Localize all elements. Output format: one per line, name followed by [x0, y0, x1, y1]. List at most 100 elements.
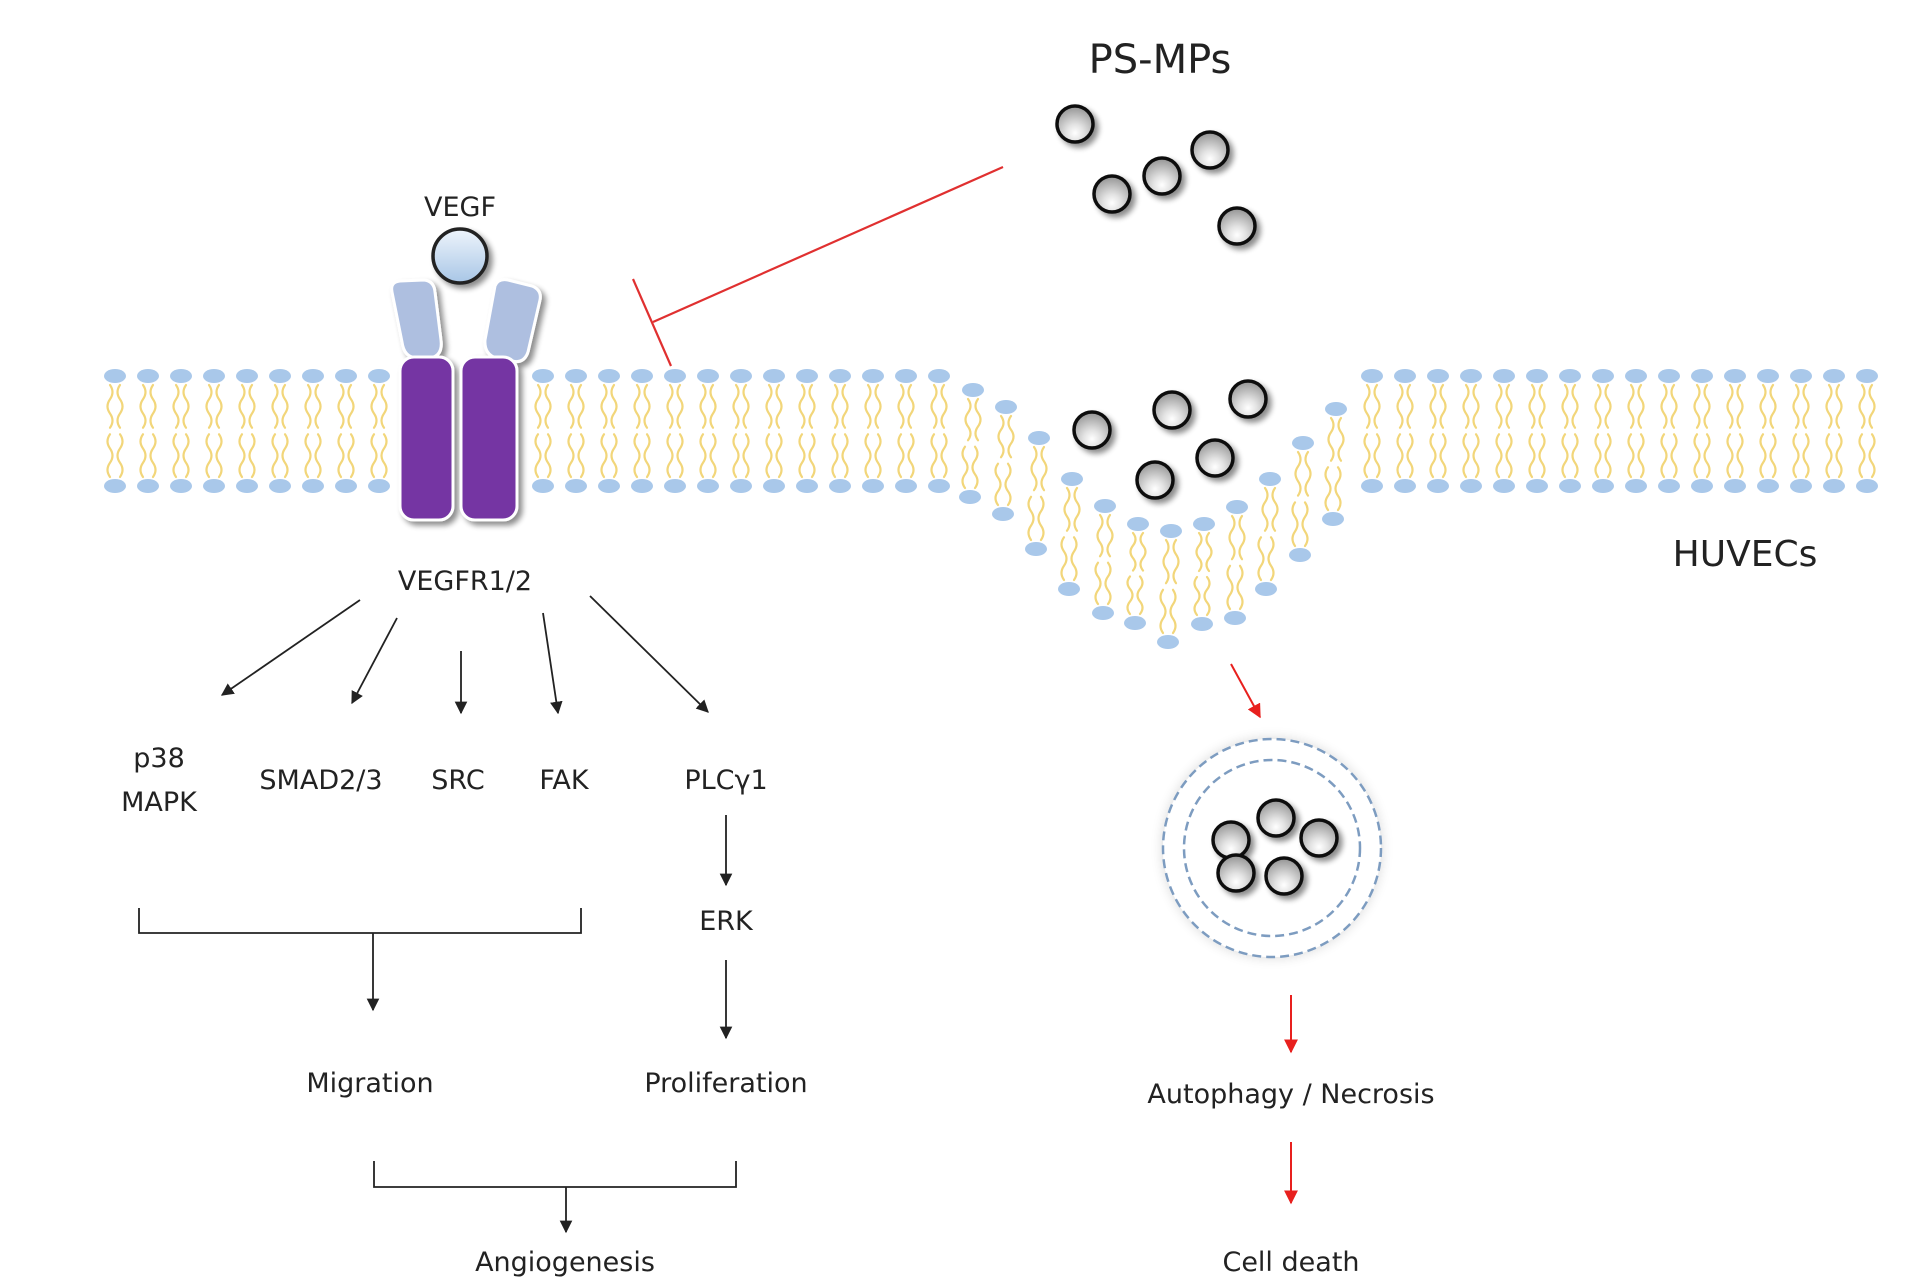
label-p38: p38 — [133, 743, 185, 774]
lipid-pair — [631, 369, 653, 493]
lipid-head-top — [1856, 369, 1878, 383]
microplastic-bead-icon — [1217, 206, 1257, 246]
vegfr-receptor-icon — [390, 278, 542, 522]
lipid-head-bottom — [1361, 479, 1383, 493]
inhibition-tbar-icon — [631, 165, 1004, 367]
microplastic-bead-icon — [1256, 798, 1296, 838]
lipid-head-bottom — [1191, 617, 1213, 631]
lipid-head-bottom — [1460, 479, 1482, 493]
lipid-head-bottom — [664, 479, 686, 493]
autophagosome-vesicle — [1161, 737, 1383, 959]
lipid-head-bottom — [1157, 635, 1179, 649]
lipid-head-bottom — [532, 479, 554, 493]
lipid-head-bottom — [1289, 548, 1311, 562]
lipid-head-top — [1592, 369, 1614, 383]
lipid-head-bottom — [1625, 479, 1647, 493]
huvecs-label: HUVECs — [1673, 534, 1818, 575]
lipid-head-top — [302, 369, 324, 383]
label-plcg1: PLCγ1 — [684, 765, 767, 796]
lipid-head-top — [1028, 431, 1050, 445]
microplastic-bead-icon — [1092, 174, 1132, 214]
lipid-head-top — [1094, 499, 1116, 513]
lipid-head-bottom — [992, 507, 1014, 521]
lipid-head-top — [1757, 369, 1779, 383]
lipid-head-top — [697, 369, 719, 383]
lipid-head-top — [236, 369, 258, 383]
lipid-pair — [1526, 369, 1548, 493]
lipid-pair — [1025, 431, 1050, 556]
lipid-head-bottom — [631, 479, 653, 493]
lipid-pair — [1289, 436, 1314, 562]
lipid-head-bottom — [302, 479, 324, 493]
lipid-head-bottom — [1493, 479, 1515, 493]
lipid-head-top — [1325, 402, 1347, 416]
receptor-tm-left — [398, 355, 455, 522]
particle-groups — [1055, 104, 1268, 500]
lipid-pair — [565, 369, 587, 493]
lipid-head-top — [368, 369, 390, 383]
vegf-ligand-icon — [431, 227, 489, 285]
lipid-head-bottom — [1724, 479, 1746, 493]
lipid-pair — [1460, 369, 1482, 493]
lipid-pair — [992, 400, 1017, 521]
arrow-to-p38 — [220, 599, 361, 696]
lipid-pair — [730, 369, 752, 493]
lipid-head-top — [598, 369, 620, 383]
lipid-pair — [203, 369, 225, 493]
lipid-head-top — [1823, 369, 1845, 383]
lipid-head-top — [104, 369, 126, 383]
lipid-pair — [959, 383, 984, 504]
toxicity-arrows — [1230, 663, 1298, 1205]
lipid-head-top — [1193, 517, 1215, 531]
lipid-pair — [1427, 369, 1449, 493]
lipid-head-top — [335, 369, 357, 383]
lipid-head-top — [170, 369, 192, 383]
lipid-pair — [1394, 369, 1416, 493]
label-angiogenesis: Angiogenesis — [475, 1247, 655, 1278]
lipid-head-top — [1427, 369, 1449, 383]
lipid-head-bottom — [598, 479, 620, 493]
microplastic-bead-icon — [1216, 853, 1256, 893]
lipid-pair — [1493, 369, 1515, 493]
arrow-to-plcg1 — [589, 595, 709, 713]
lipid-head-bottom — [1427, 479, 1449, 493]
psmps-title: PS-MPs — [1089, 37, 1232, 83]
label-autophagy-necrosis: Autophagy / Necrosis — [1147, 1079, 1434, 1110]
lipid-head-bottom — [170, 479, 192, 493]
lipid-head-top — [862, 369, 884, 383]
lipid-head-top — [1160, 524, 1182, 538]
lipid-pair — [1157, 524, 1182, 649]
lipid-pair — [829, 369, 851, 493]
lipid-pair — [1592, 369, 1614, 493]
lipid-pair — [1224, 500, 1248, 625]
lipid-pair — [1255, 472, 1281, 596]
microplastic-bead-icon — [1299, 818, 1339, 858]
lipid-pair — [895, 369, 917, 493]
lipid-head-top — [763, 369, 785, 383]
lipid-pair — [1757, 369, 1779, 493]
lipid-head-top — [269, 369, 291, 383]
lipid-pair — [928, 369, 950, 493]
lipid-pair — [269, 369, 291, 493]
lipid-pair — [236, 369, 258, 493]
lipid-head-bottom — [1559, 479, 1581, 493]
lipid-pair — [1724, 369, 1746, 493]
microplastic-bead-icon — [1211, 820, 1251, 860]
lipid-pair — [170, 369, 192, 493]
microplastic-bead-icon — [1228, 379, 1268, 419]
lipid-head-bottom — [1124, 616, 1146, 630]
lipid-head-top — [1790, 369, 1812, 383]
label-smad: SMAD2/3 — [259, 765, 382, 796]
lipid-head-top — [1526, 369, 1548, 383]
lipid-head-top — [565, 369, 587, 383]
lipid-head-bottom — [137, 479, 159, 493]
lipid-pair — [1191, 517, 1215, 631]
receptor-tm-right — [459, 355, 519, 522]
lipid-head-bottom — [1691, 479, 1713, 493]
lipid-pair — [532, 369, 554, 493]
lipid-pair — [1124, 517, 1149, 630]
lipid-head-bottom — [796, 479, 818, 493]
lipid-pair — [1559, 369, 1581, 493]
microplastic-bead-icon — [1152, 390, 1192, 430]
lipid-head-top — [1127, 517, 1149, 531]
